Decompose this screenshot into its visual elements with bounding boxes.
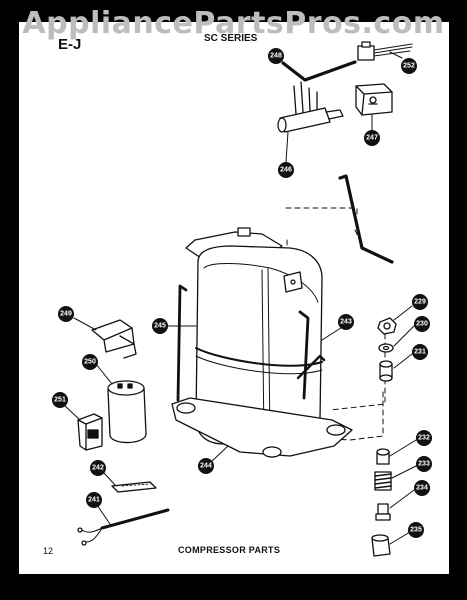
callout-248: 248	[268, 48, 284, 64]
svg-text:251: 251	[54, 397, 66, 404]
callout-234: 234	[414, 480, 430, 496]
svg-text:232: 232	[418, 435, 430, 442]
callout-249: 249	[58, 306, 74, 322]
watermark: AppliancePartsPros.com	[22, 6, 445, 41]
part-246-valve	[277, 81, 344, 133]
svg-text:241: 241	[88, 497, 100, 504]
svg-text:234: 234	[416, 485, 428, 492]
callout-246: 246	[278, 162, 294, 178]
callout-233: 233	[416, 456, 432, 472]
compressor-body	[171, 227, 353, 458]
callout-244: 244	[198, 458, 214, 474]
part-230-washer	[378, 343, 394, 353]
part-241-harness	[77, 508, 170, 546]
part-233-spring	[374, 471, 392, 491]
callout-242: 242	[90, 460, 106, 476]
callout-243: 243	[338, 314, 354, 330]
callout-231: 231	[412, 344, 428, 360]
callout-badges: 248 252 246 247 249 245 243 229 230 231 …	[52, 48, 432, 538]
part-242-plate	[111, 481, 157, 493]
callout-232: 232	[416, 430, 432, 446]
page-number: 12	[43, 546, 54, 556]
svg-text:229: 229	[414, 299, 426, 306]
callout-230: 230	[414, 316, 430, 332]
part-234-bolt	[375, 503, 391, 521]
svg-text:246: 246	[280, 167, 292, 174]
part-247-relay	[355, 83, 393, 116]
svg-text:245: 245	[154, 323, 166, 330]
svg-text:230: 230	[416, 321, 428, 328]
callout-229: 229	[412, 294, 428, 310]
callout-245: 245	[152, 318, 168, 334]
part-235-cap	[371, 534, 391, 557]
svg-text:235: 235	[410, 527, 422, 534]
svg-text:252: 252	[403, 63, 415, 70]
svg-text:247: 247	[366, 135, 378, 142]
callout-235: 235	[408, 522, 424, 538]
svg-text:248: 248	[270, 53, 282, 60]
svg-text:231: 231	[414, 349, 426, 356]
part-252-connector	[357, 41, 413, 61]
svg-text:243: 243	[340, 319, 352, 326]
part-248-bent-tube	[281, 60, 357, 82]
header-code: E-J	[58, 36, 82, 53]
part-229-nut	[377, 317, 397, 335]
part-249-bracket	[91, 319, 137, 359]
part-232-sleeve	[376, 448, 390, 465]
header-series: SC SERIES	[204, 33, 258, 44]
diagram-caption: COMPRESSOR PARTS	[178, 545, 281, 555]
callout-250: 250	[82, 354, 98, 370]
svg-text:242: 242	[92, 465, 104, 472]
part-251-capacitor-small	[77, 413, 103, 451]
part-250-capacitor	[107, 380, 147, 444]
callout-251: 251	[52, 392, 68, 408]
callout-247: 247	[364, 130, 380, 146]
svg-text:250: 250	[84, 359, 96, 366]
svg-text:249: 249	[60, 311, 72, 318]
callout-leaders	[63, 51, 417, 545]
rod-upper	[338, 174, 394, 264]
svg-text:244: 244	[200, 463, 212, 470]
part-231-grommet	[379, 360, 393, 382]
svg-text:233: 233	[418, 461, 430, 468]
callout-252: 252	[401, 58, 417, 74]
callout-241: 241	[86, 492, 102, 508]
